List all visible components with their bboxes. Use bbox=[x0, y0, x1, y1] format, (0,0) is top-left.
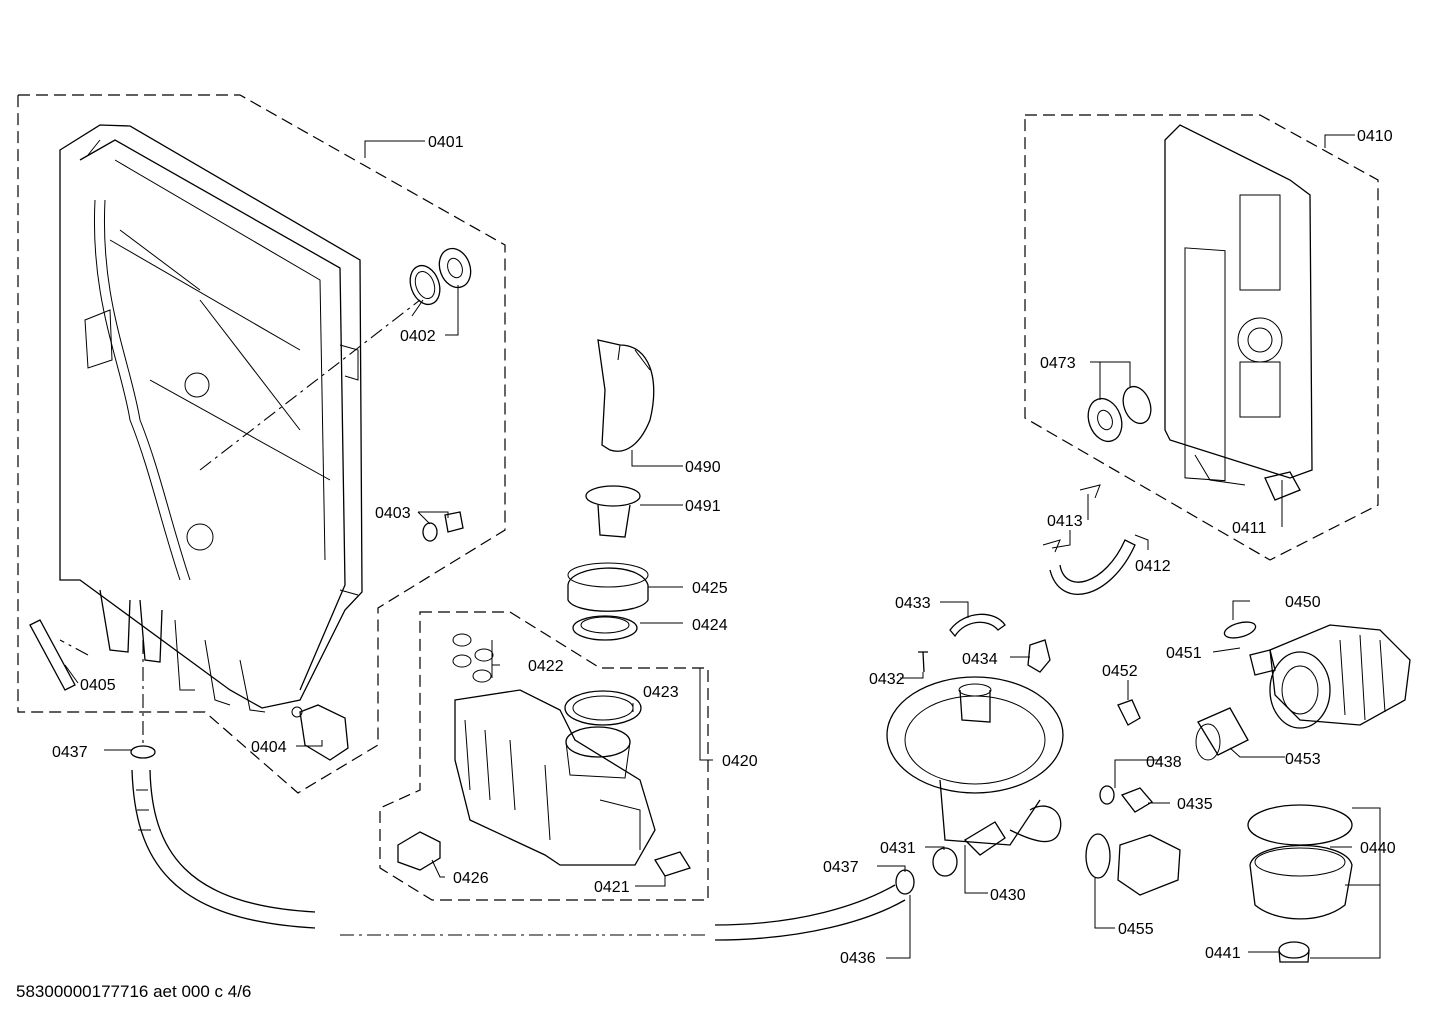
label-0437-left: 0437 bbox=[52, 744, 88, 761]
valve-0411 bbox=[1264, 471, 1301, 501]
clamp-0437b bbox=[895, 869, 915, 895]
sump-housing bbox=[454, 689, 656, 866]
impeller-0441 bbox=[1278, 941, 1310, 959]
seal-0422d bbox=[472, 669, 492, 683]
label-0432: 0432 bbox=[869, 671, 905, 688]
label-0437-right: 0437 bbox=[823, 859, 859, 876]
label-0413: 0413 bbox=[1047, 513, 1083, 530]
screw-0432 bbox=[918, 651, 928, 673]
funnel-0490 bbox=[597, 339, 655, 452]
label-0452: 0452 bbox=[1102, 663, 1138, 680]
label-0421: 0421 bbox=[594, 879, 630, 896]
clamp-0437a bbox=[130, 745, 156, 759]
label-0420: 0420 bbox=[722, 753, 758, 770]
label-0422: 0422 bbox=[528, 658, 564, 675]
ring-0424 bbox=[572, 615, 638, 641]
label-0433: 0433 bbox=[895, 595, 931, 612]
label-0431: 0431 bbox=[880, 840, 916, 857]
document-id: 58300000177716 aet 000 c 4/6 bbox=[16, 982, 251, 1001]
seal-0422a bbox=[452, 633, 472, 647]
clip-0413b bbox=[1042, 539, 1061, 553]
label-0435: 0435 bbox=[1177, 796, 1213, 813]
label-0412: 0412 bbox=[1135, 558, 1171, 575]
clamp-0433 bbox=[949, 613, 1006, 638]
sensor-0435 bbox=[1120, 787, 1153, 813]
fitting-0403 bbox=[444, 511, 464, 533]
label-0491: 0491 bbox=[685, 498, 721, 515]
pump-sump bbox=[886, 676, 1064, 856]
label-0401: 0401 bbox=[428, 134, 464, 151]
valve-0404 bbox=[299, 704, 349, 761]
label-0426: 0426 bbox=[453, 870, 489, 887]
flap-0452 bbox=[1117, 699, 1141, 726]
label-0434: 0434 bbox=[962, 651, 998, 668]
leader-lines bbox=[64, 134, 1381, 959]
bracket-0405 bbox=[29, 619, 76, 691]
group-boundary-0410 bbox=[1024, 114, 1379, 561]
label-0405: 0405 bbox=[80, 677, 116, 694]
clamp-0451 bbox=[1223, 621, 1257, 639]
label-0450: 0450 bbox=[1285, 594, 1321, 611]
label-0410: 0410 bbox=[1357, 128, 1393, 145]
valve-0434 bbox=[1027, 639, 1051, 673]
connector-0453 bbox=[1197, 707, 1249, 756]
label-0455: 0455 bbox=[1118, 921, 1154, 938]
label-0441: 0441 bbox=[1205, 945, 1241, 962]
lid-0425 bbox=[567, 567, 649, 612]
cap-0491 bbox=[585, 485, 641, 507]
label-0425: 0425 bbox=[692, 580, 728, 597]
seal-0438 bbox=[1099, 785, 1115, 805]
seal-ring-0473 bbox=[1122, 385, 1152, 425]
heat-pump-0450 bbox=[1249, 624, 1411, 729]
nut-0403 bbox=[422, 522, 438, 542]
tub-side-panel bbox=[59, 124, 363, 713]
seal-ring-0440 bbox=[1247, 804, 1353, 846]
label-0411: 0411 bbox=[1232, 520, 1267, 537]
label-0490: 0490 bbox=[685, 459, 721, 476]
fitting-0431 bbox=[932, 847, 958, 877]
group-boundary-0401 bbox=[17, 94, 506, 794]
label-0438: 0438 bbox=[1146, 754, 1182, 771]
clip-0413a bbox=[1079, 484, 1101, 499]
seal-0422b bbox=[474, 648, 494, 662]
label-0453: 0453 bbox=[1285, 751, 1321, 768]
sensor-0426 bbox=[397, 831, 441, 871]
label-0424: 0424 bbox=[692, 617, 728, 634]
cover-panel bbox=[1164, 124, 1313, 486]
drain-hose-right bbox=[714, 884, 896, 926]
seal-ring-0402 bbox=[409, 264, 441, 306]
label-0440: 0440 bbox=[1360, 840, 1396, 857]
pump-housing-0440 bbox=[1249, 844, 1353, 920]
hose-0412 bbox=[1049, 539, 1136, 595]
pump-0455 bbox=[1117, 834, 1181, 896]
group-boundary-0420 bbox=[379, 611, 709, 901]
flange-0402 bbox=[438, 247, 472, 289]
seal-0422c bbox=[452, 654, 472, 668]
label-0451: 0451 bbox=[1166, 645, 1202, 662]
flange-0473 bbox=[1087, 397, 1123, 443]
label-0403: 0403 bbox=[375, 505, 411, 522]
label-0404: 0404 bbox=[251, 739, 287, 756]
drain-hose-left bbox=[131, 769, 316, 929]
label-0436: 0436 bbox=[840, 950, 876, 967]
clip-0421 bbox=[654, 851, 691, 877]
seal-0455 bbox=[1085, 833, 1111, 879]
label-0473: 0473 bbox=[1040, 355, 1076, 372]
label-0402: 0402 bbox=[400, 328, 436, 345]
label-0423: 0423 bbox=[643, 684, 679, 701]
label-0430: 0430 bbox=[990, 887, 1026, 904]
